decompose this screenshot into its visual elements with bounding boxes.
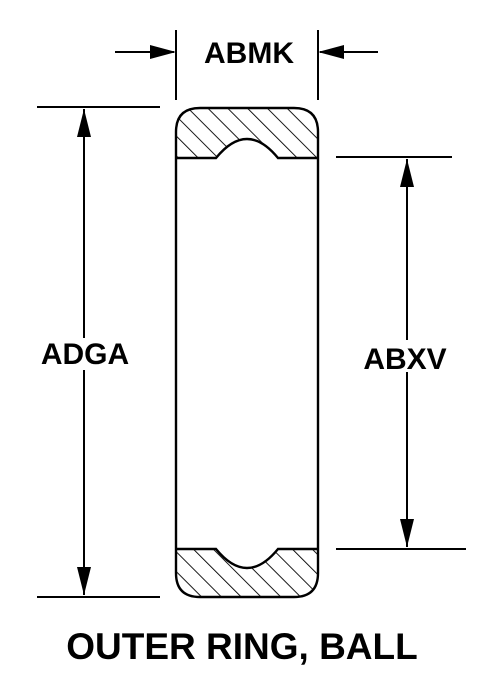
raceway-diameter-dimension: ABXV	[336, 156, 466, 550]
bottom-cross-section	[176, 547, 318, 597]
arrow-right-icon	[150, 45, 176, 59]
width-dimension: ABMK	[115, 30, 378, 100]
outer-diameter-dimension: ADGA	[37, 106, 160, 598]
arrow-down-icon	[77, 567, 91, 595]
drawing-caption: OUTER RING, BALL	[66, 626, 417, 667]
top-cross-section	[176, 108, 318, 160]
arrow-up-icon	[400, 159, 414, 187]
ring-outline	[174, 106, 320, 599]
raceway-diameter-label: ABXV	[363, 343, 446, 376]
arrow-left-icon	[318, 45, 344, 59]
outer-diameter-label: ADGA	[41, 338, 129, 371]
arrow-down-icon	[400, 519, 414, 547]
arrow-up-icon	[77, 109, 91, 137]
width-label: ABMK	[204, 37, 294, 70]
